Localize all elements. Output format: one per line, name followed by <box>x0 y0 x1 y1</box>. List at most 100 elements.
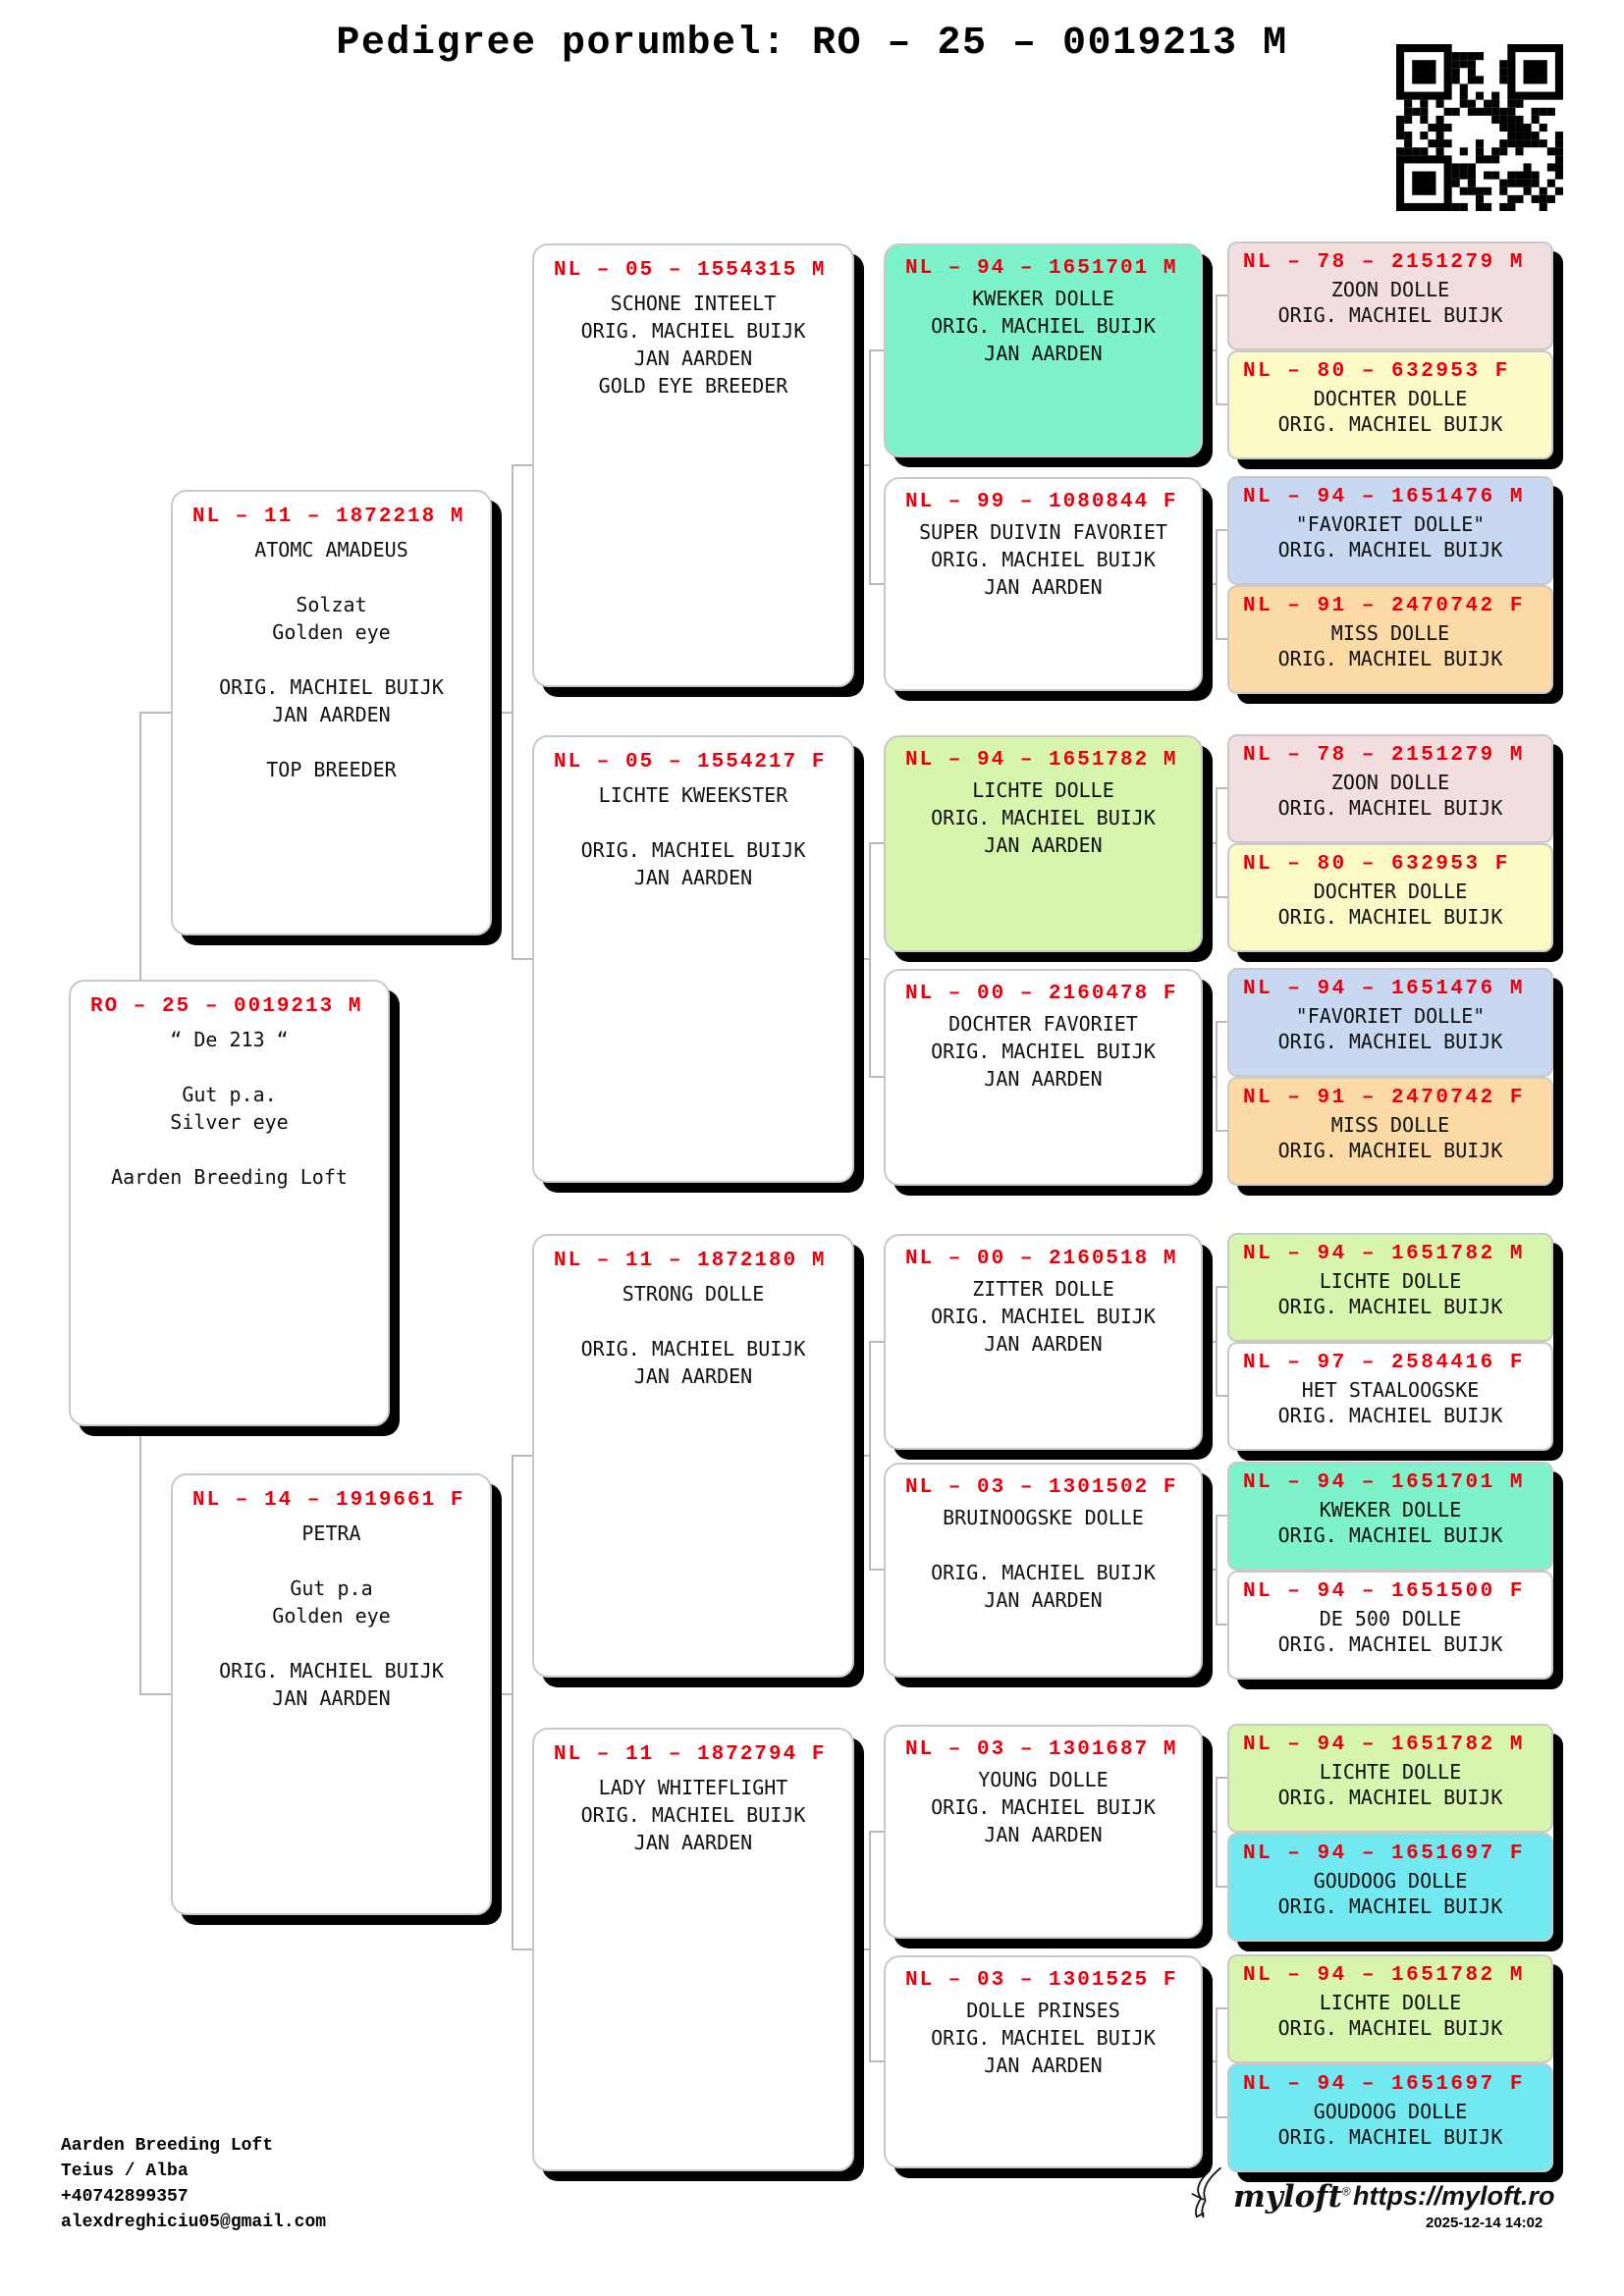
connector-line <box>1216 638 1227 640</box>
connector-line <box>869 1076 884 1078</box>
box-g4-2: NL – 80 – 632953 F DOCHTER DOLLE ORIG. M… <box>1227 350 1553 459</box>
connector-line <box>1216 1022 1218 1132</box>
connector-line <box>1216 294 1227 296</box>
ring-id: NL – 94 – 1651782 M <box>905 749 1178 772</box>
connector-line <box>1203 349 1216 351</box>
connector-line <box>1216 2116 1227 2118</box>
pigeon-details: PETRA Gut p.a Golden eye ORIG. MACHIEL B… <box>219 1522 444 1710</box>
connector-line <box>1216 1021 1227 1023</box>
ring-id: NL – 11 – 1872180 M <box>554 1250 827 1272</box>
page-title: Pedigree porumbel: RO – 25 – 0019213 M <box>336 22 1288 66</box>
connector-line <box>1203 1831 1216 1833</box>
connector-line <box>869 1341 884 1343</box>
connector-line <box>869 1831 884 1833</box>
registered-mark: ® <box>1341 2184 1351 2199</box>
connector-line <box>854 464 869 466</box>
ring-id: NL – 05 – 1554217 F <box>554 751 827 774</box>
ring-id: NL – 03 – 1301687 M <box>905 1738 1178 1761</box>
connector-line <box>1216 530 1218 640</box>
bird-logo-icon <box>1188 2165 1231 2224</box>
ring-id: NL – 94 – 1651697 F <box>1243 1842 1525 1865</box>
connector-line <box>1203 1076 1216 1078</box>
pigeon-details: LICHTE KWEEKSTER ORIG. MACHIEL BUIJK JAN… <box>580 783 806 889</box>
box-g3-3: NL – 94 – 1651782 M LICHTE DOLLE ORIG. M… <box>884 735 1203 952</box>
g4-pair-6: NL – 94 – 1651701 M KWEKER DOLLE ORIG. M… <box>1227 1462 1553 1680</box>
box-g4-7: NL – 94 – 1651476 M "FAVORIET DOLLE" ORI… <box>1227 968 1553 1077</box>
box-g3-4: NL – 00 – 2160478 F DOCHTER FAVORIET ORI… <box>884 969 1203 1186</box>
pigeon-details: "FAVORIET DOLLE" ORIG. MACHIEL BUIJK <box>1277 1004 1503 1053</box>
box-g4-15: NL – 94 – 1651782 M LICHTE DOLLE ORIG. M… <box>1227 1954 1553 2063</box>
ring-id: NL – 91 – 2470742 F <box>1243 1087 1525 1109</box>
myloft-brand: myloft® <box>1233 2179 1351 2215</box>
pigeon-details: SUPER DUIVIN FAVORIET ORIG. MACHIEL BUIJ… <box>919 520 1167 599</box>
connector-line <box>139 1693 171 1695</box>
connector-line <box>1216 1130 1227 1132</box>
connector-line <box>869 1569 884 1571</box>
ring-id: NL – 94 – 1651476 M <box>1243 978 1525 1000</box>
box-sire: NL – 11 – 1872218 M ATOMC AMADEUS Solzat… <box>171 490 492 935</box>
pigeon-details: DE 500 DOLLE ORIG. MACHIEL BUIJK <box>1277 1607 1503 1656</box>
ring-id: NL – 94 – 1651782 M <box>1243 1243 1525 1265</box>
connector-line <box>869 843 871 1077</box>
connector-line <box>1216 1287 1218 1397</box>
brand-text: myloft <box>1233 2179 1342 2215</box>
connector-line <box>512 1456 514 1949</box>
box-g4-5: NL – 78 – 2151279 M ZOON DOLLE ORIG. MAC… <box>1227 734 1553 843</box>
connector-line <box>1203 2060 1216 2062</box>
connector-line <box>869 842 884 844</box>
pigeon-details: GOUDOOG DOLLE ORIG. MACHIEL BUIJK <box>1277 1869 1503 1918</box>
connector-line <box>1216 1286 1227 1288</box>
myloft-url[interactable]: https://myloft.ro <box>1353 2181 1555 2211</box>
box-subject: RO – 25 – 0019213 M “ De 213 “ Gut p.a. … <box>69 980 390 1426</box>
ring-id: NL – 99 – 1080844 F <box>905 491 1178 513</box>
box-g2-4: NL – 11 – 1872794 F LADY WHITEFLIGHT ORI… <box>532 1728 854 2171</box>
connector-line <box>869 583 884 585</box>
connector-line <box>1216 2008 1218 2118</box>
generated-timestamp: 2025-12-14 14:02 <box>1426 2215 1543 2231</box>
connector-line <box>1203 1569 1216 1571</box>
g4-pair-8: NL – 94 – 1651782 M LICHTE DOLLE ORIG. M… <box>1227 1954 1553 2172</box>
ring-id: NL – 80 – 632953 F <box>1243 360 1510 383</box>
pigeon-details: KWEKER DOLLE ORIG. MACHIEL BUIJK <box>1277 1498 1503 1547</box>
ring-id: RO – 25 – 0019213 M <box>90 995 363 1018</box>
pigeon-details: STRONG DOLLE ORIG. MACHIEL BUIJK JAN AAR… <box>580 1282 806 1388</box>
ring-id: NL – 94 – 1651697 F <box>1243 2073 1525 2096</box>
connector-line <box>869 1342 871 1570</box>
pigeon-details: LICHTE DOLLE ORIG. MACHIEL BUIJK <box>1277 1991 1503 2040</box>
g4-pair-1: NL – 78 – 2151279 M ZOON DOLLE ORIG. MAC… <box>1227 241 1553 459</box>
pigeon-details: ZOON DOLLE ORIG. MACHIEL BUIJK <box>1277 771 1503 820</box>
box-g4-9: NL – 94 – 1651782 M LICHTE DOLLE ORIG. M… <box>1227 1233 1553 1342</box>
ring-id: NL – 94 – 1651701 M <box>1243 1471 1525 1494</box>
pigeon-details: GOUDOOG DOLLE ORIG. MACHIEL BUIJK <box>1277 2100 1503 2149</box>
ring-id: NL – 94 – 1651500 F <box>1243 1580 1525 1603</box>
connector-line <box>1216 2007 1227 2009</box>
ring-id: NL – 03 – 1301525 F <box>905 1969 1178 1992</box>
pigeon-details: LADY WHITEFLIGHT ORIG. MACHIEL BUIJK JAN… <box>580 1776 806 1854</box>
connector-line <box>1216 896 1227 898</box>
ring-id: NL – 03 – 1301502 F <box>905 1476 1178 1499</box>
connector-line <box>492 1693 512 1695</box>
box-g3-6: NL – 03 – 1301502 F BRUINOOGSKE DOLLE OR… <box>884 1463 1203 1678</box>
connector-line <box>854 1949 869 1950</box>
ring-id: NL – 00 – 2160518 M <box>905 1248 1178 1270</box>
pigeon-details: ZITTER DOLLE ORIG. MACHIEL BUIJK JAN AAR… <box>931 1277 1156 1356</box>
ring-id: NL – 91 – 2470742 F <box>1243 595 1525 617</box>
box-g4-16: NL – 94 – 1651697 F GOUDOOG DOLLE ORIG. … <box>1227 2063 1553 2172</box>
connector-line <box>1216 1886 1227 1888</box>
box-g3-5: NL – 00 – 2160518 M ZITTER DOLLE ORIG. M… <box>884 1234 1203 1450</box>
box-g2-2: NL – 05 – 1554217 F LICHTE KWEEKSTER ORI… <box>532 735 854 1183</box>
connector-line <box>869 349 884 351</box>
connector-line <box>1216 1395 1227 1397</box>
pigeon-details: DOCHTER FAVORIET ORIG. MACHIEL BUIJK JAN… <box>931 1012 1156 1091</box>
ring-id: NL – 05 – 1554315 M <box>554 259 827 282</box>
box-dam: NL – 14 – 1919661 F PETRA Gut p.a Golden… <box>171 1473 492 1915</box>
connector-line <box>1216 529 1227 531</box>
ring-id: NL – 11 – 1872794 F <box>554 1743 827 1766</box>
box-g2-3: NL – 11 – 1872180 M STRONG DOLLE ORIG. M… <box>532 1234 854 1678</box>
qr-code <box>1396 44 1563 211</box>
pigeon-details: LICHTE DOLLE ORIG. MACHIEL BUIJK JAN AAR… <box>931 778 1156 857</box>
ring-id: NL – 80 – 632953 F <box>1243 853 1510 876</box>
ring-id: NL – 14 – 1919661 F <box>192 1489 465 1512</box>
connector-line <box>1203 583 1216 585</box>
